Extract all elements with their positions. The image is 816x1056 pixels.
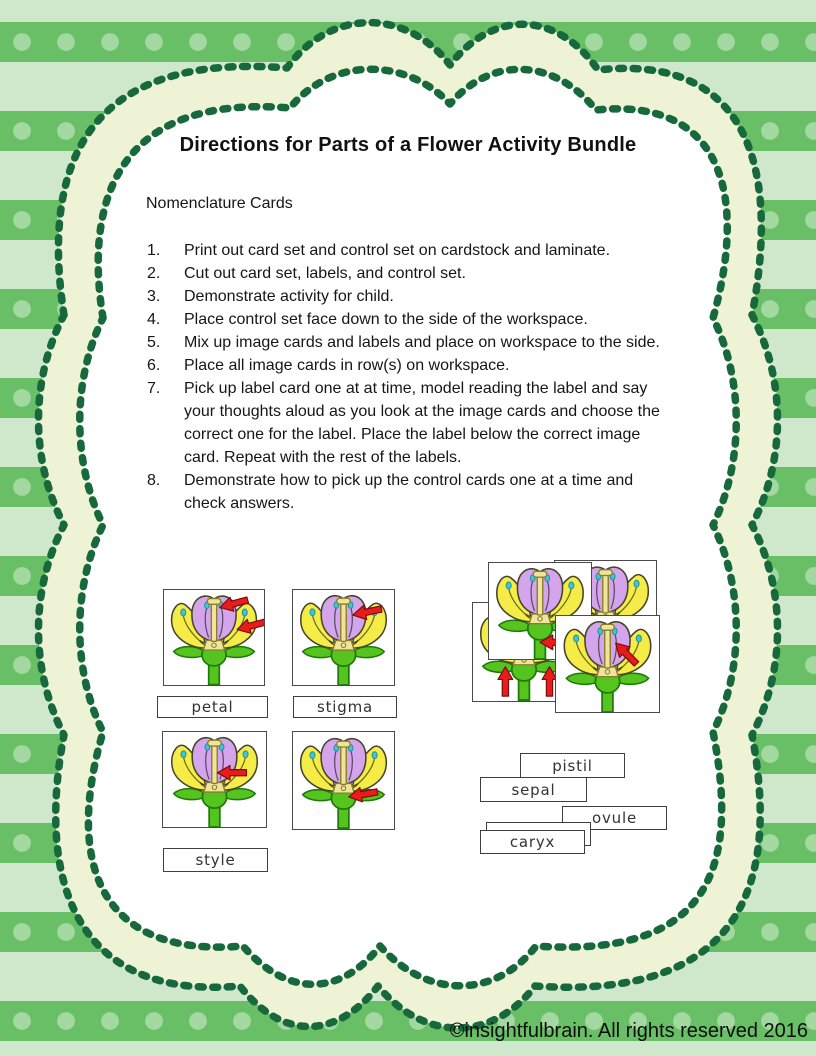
flower-illustration [299, 737, 388, 829]
flower-diagram [563, 620, 652, 712]
flower-diagram [299, 594, 388, 685]
direction-item: Place control set face down to the side … [147, 308, 588, 331]
section-heading: Nomenclature Cards [146, 195, 293, 212]
direction-item: Demonstrate how to pick up the control c… [147, 469, 634, 512]
direction-item: Cut out card set, labels, and control se… [147, 262, 466, 285]
directions-list: Print out card set and control set on ca… [147, 239, 674, 515]
image-card-stigma [292, 589, 395, 686]
frame-outer-border [34, 18, 782, 1032]
image-card-petal [163, 589, 265, 686]
direction-item: Place all image cards in row(s) on works… [147, 354, 510, 377]
label-card: sepal [480, 777, 587, 802]
label-card: pistil [520, 753, 625, 778]
direction-item: Print out card set and control set on ca… [147, 239, 611, 262]
flower-diagram [170, 736, 259, 827]
image-card-style [162, 731, 267, 828]
card-label: style [163, 848, 268, 872]
flower-illustration [170, 736, 259, 827]
card-label: petal [157, 696, 268, 718]
image-card-ovary [292, 731, 395, 830]
label-card: caryx [480, 830, 585, 854]
flower-diagram [299, 737, 388, 829]
flower-illustration [170, 595, 258, 685]
direction-item: Demonstrate activity for child. [147, 285, 394, 308]
page-title: Directions for Parts of a Flower Activit… [179, 134, 637, 156]
direction-item: Mix up image cards and labels and place … [147, 331, 660, 354]
flower-illustration [563, 620, 652, 712]
flower-diagram [170, 592, 264, 685]
control-card [555, 615, 660, 713]
card-label: stigma [293, 696, 397, 718]
footer-copyright: ©insightfulbrain. All rights reserved 20… [449, 1020, 808, 1042]
direction-item: Pick up label card one at at time, model… [147, 377, 660, 466]
